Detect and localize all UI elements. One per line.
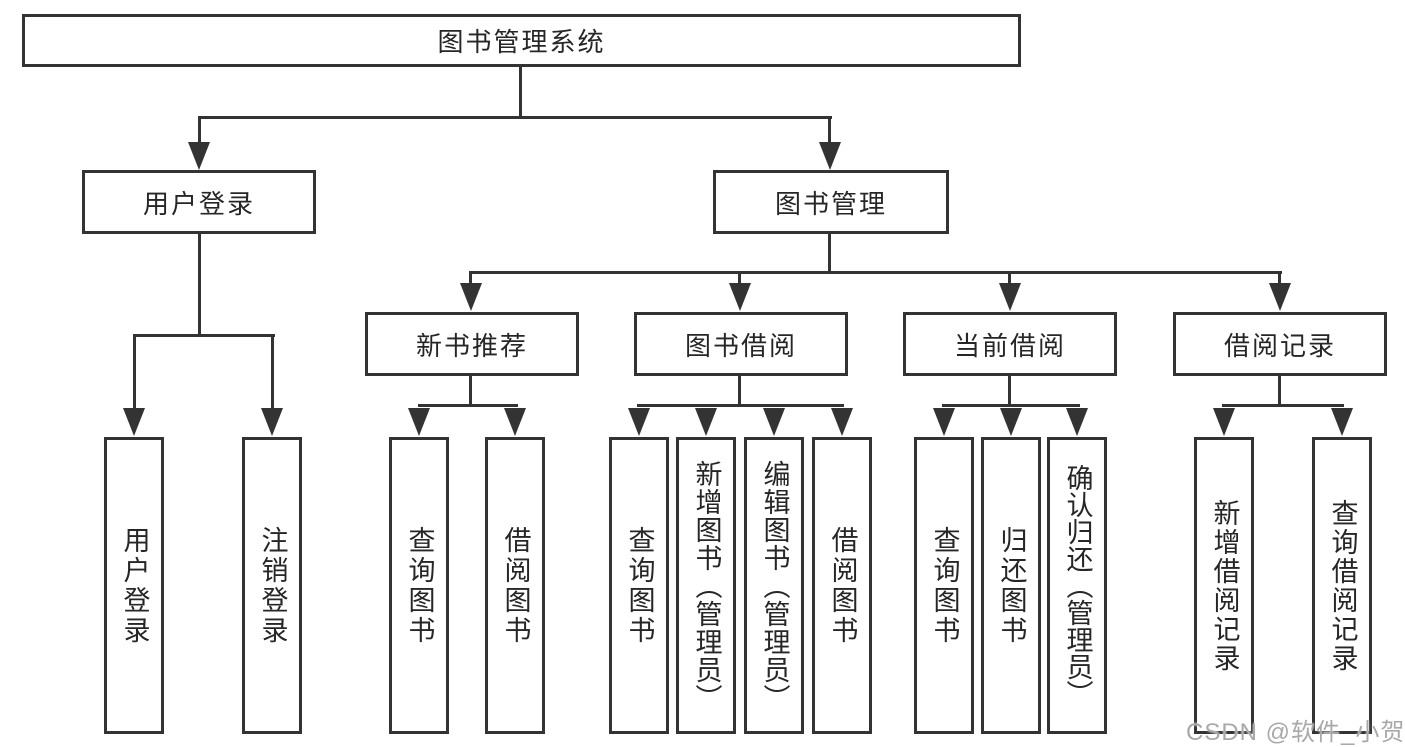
node-new-book-recommend: 新书推荐 [365,312,579,376]
leaf-borrow-books-recommend: 借阅图书 [485,437,545,734]
leaf-query-books-current: 查询图书 [914,437,974,734]
arrow-down-icon [460,283,482,311]
arrow-down-icon [408,408,430,436]
arrow-down-icon [628,408,650,436]
arrow-down-icon [1213,408,1235,436]
node-user-login: 用户登录 [82,170,316,234]
connector-stub [133,335,136,410]
arrow-down-icon [831,408,853,436]
connector-user-login-down [198,232,201,337]
leaf-add-books-admin: 新增图书（管理员） [676,437,736,734]
leaf-confirm-return-admin: 确认归还（管理员） [1047,437,1107,734]
arrow-down-icon [1331,408,1353,436]
leaf-edit-books-admin: 编辑图书（管理员） [744,437,804,734]
connector-stub [738,272,741,284]
connector-leaf-split [418,404,518,407]
arrow-down-icon [999,283,1021,311]
connector-stub [198,117,201,144]
arrow-down-icon [188,142,210,170]
connector-stub [1278,272,1281,284]
csdn-watermark: CSDN @软件_小贺同学 [1186,719,1405,746]
connector-level2-split [198,116,832,119]
connector-leaf-split [1222,404,1344,407]
leaf-borrow-books-borrowing: 借阅图书 [812,437,872,734]
arrow-down-icon [819,142,841,170]
connector-group-down [469,375,472,407]
arrow-down-icon [261,408,283,436]
connector-stub [469,272,472,284]
connector-group-down [1008,375,1011,407]
connector-group-down [1278,375,1281,407]
node-borrowing-records: 借阅记录 [1173,312,1387,376]
node-book-management: 图书管理 [713,170,949,234]
arrow-down-icon [123,408,145,436]
leaf-query-books-recommend: 查询图书 [389,437,449,734]
connector-leaf-split [942,404,1080,407]
connector-user-login-split [133,334,275,337]
node-root-library-system: 图书管理系统 [22,14,1021,67]
leaf-add-borrow-record: 新增借阅记录 [1194,437,1254,734]
leaf-user-login: 用户登录 [104,437,164,734]
leaf-logout: 注销登录 [242,437,302,734]
arrow-down-icon [763,408,785,436]
connector-stub [271,335,274,410]
arrow-down-icon [1269,283,1291,311]
connector-book-mgmt-down [828,232,831,274]
leaf-query-books-borrowing: 查询图书 [609,437,669,734]
arrow-down-icon [1000,408,1022,436]
node-book-borrowing: 图书借阅 [634,312,848,376]
arrow-down-icon [504,408,526,436]
arrow-down-icon [695,408,717,436]
connector-stub [1008,272,1011,284]
leaf-return-books: 归还图书 [981,437,1041,734]
arrow-down-icon [1066,408,1088,436]
node-current-borrowing: 当前借阅 [903,312,1117,376]
connector-root-down [519,66,522,118]
arrow-down-icon [933,408,955,436]
arrow-down-icon [729,283,751,311]
connector-group-down [738,375,741,407]
connector-groups-split [469,271,1282,274]
leaf-query-borrow-record: 查询借阅记录 [1312,437,1372,734]
connector-stub [828,117,831,144]
connector-leaf-split [637,404,844,407]
